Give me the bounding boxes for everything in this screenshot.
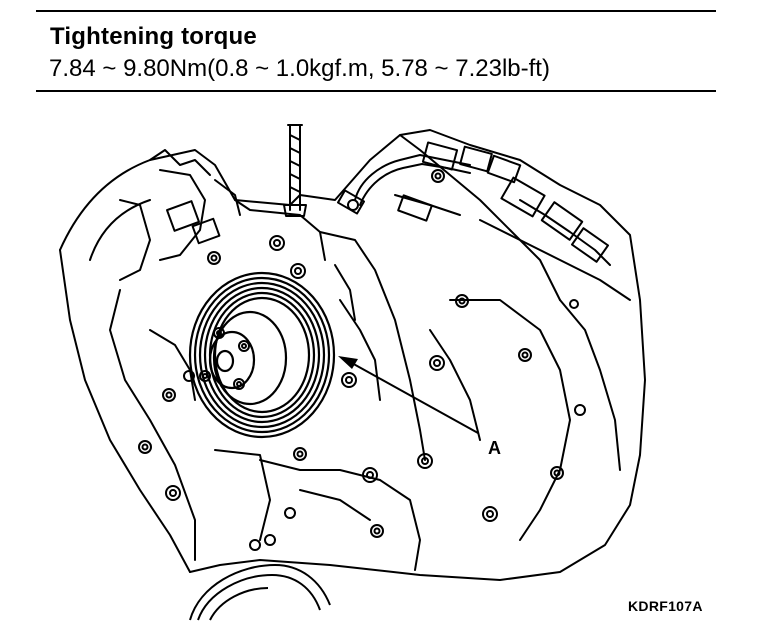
block-inner-contour [89, 199, 196, 561]
bolts [138, 169, 586, 551]
timing-cover-left [59, 249, 191, 573]
torque-value: 7.84 ~ 9.80Nm(0.8 ~ 1.0kgf.m, 5.78 ~ 7.2… [49, 55, 550, 82]
torque-spec-box: Tightening torque 7.84 ~ 9.80Nm(0.8 ~ 1.… [36, 10, 716, 92]
torque-heading: Tightening torque [50, 23, 257, 50]
wiring-harness [354, 154, 471, 201]
figure-code: KDRF107A [628, 598, 703, 614]
engine-block-outline [59, 129, 646, 581]
callout-leader [338, 356, 479, 434]
water-pump-pulley [188, 271, 336, 439]
callout-label-a: A [488, 438, 501, 458]
bottom-rule [36, 90, 716, 92]
top-rule [36, 10, 716, 12]
pulley-bolts [199, 327, 250, 390]
lower-pulley [189, 563, 331, 621]
